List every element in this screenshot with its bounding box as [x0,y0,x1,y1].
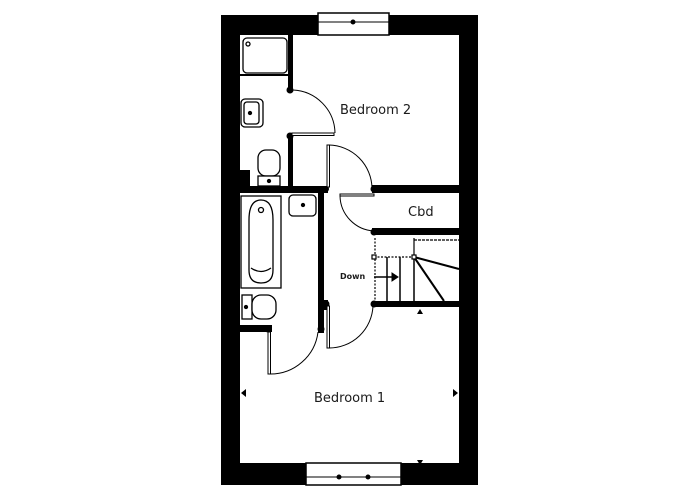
ensuite-toilet [257,149,281,177]
top-window [317,12,390,36]
outer-walls [221,15,478,485]
fixtures [240,37,317,320]
bedroom-2-label: Bedroom 2 [340,103,412,118]
door-jambs [264,86,378,333]
cupboard-label: Cbd [408,205,434,220]
stairs [371,238,460,302]
dimension-markers [241,309,458,465]
bedroom-1-label: Bedroom 1 [314,391,386,406]
doors [267,89,375,375]
bottom-window [305,462,402,486]
stairs-down-label: Down [340,272,366,281]
shower-tray [242,37,288,74]
down-arrow-icon [374,272,399,282]
